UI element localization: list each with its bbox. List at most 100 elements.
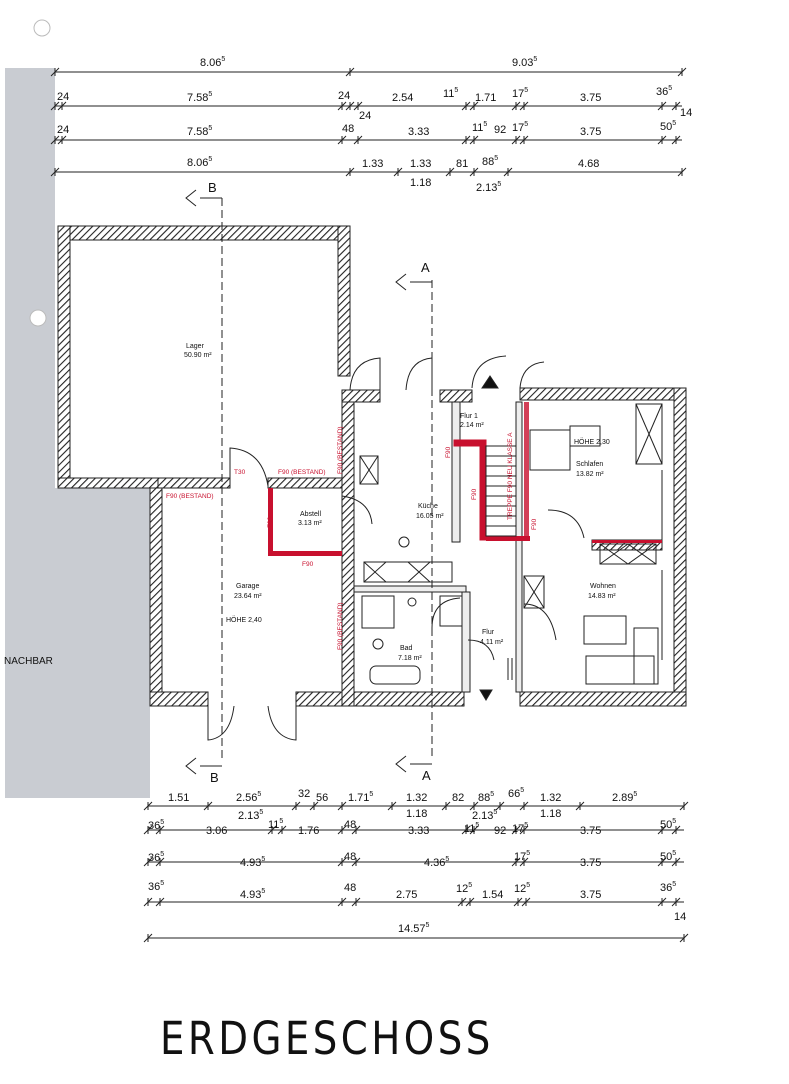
- wall-house-top-3: [519, 387, 687, 401]
- room-flur-name: Flur: [482, 629, 495, 636]
- top-dim-3-5: 4.68: [578, 158, 599, 170]
- fire-label-f90-c: F90: [445, 446, 452, 458]
- wall-kitchen-flur: [451, 401, 461, 543]
- bottom-dim-2-3: 4.365: [424, 856, 449, 869]
- wall-stair-right: [515, 401, 523, 693]
- wall-stair-red-bottom: [486, 536, 530, 541]
- wall-lager-left: [57, 225, 71, 489]
- bottom-dim-0-9: 1.32: [540, 792, 561, 804]
- top-dim-2-5: 92: [494, 124, 506, 136]
- section-lines: [200, 197, 433, 767]
- room-wohnen-area: 14.83 m²: [588, 593, 616, 600]
- room-kueche-name: Küche: [418, 503, 438, 510]
- wall-house-top-2: [439, 389, 473, 403]
- bottom-dim-1-0: 365: [148, 819, 164, 832]
- top-dim-0-1: 9.035: [512, 56, 537, 69]
- room-flur1-name: Flur 1: [460, 413, 478, 420]
- bottom-dim-0-10: 2.895: [612, 791, 637, 804]
- bottom-dim-3-4: 125: [456, 882, 472, 895]
- bottom-dim-0-12: 1.18: [406, 808, 427, 820]
- room-flur1-area: 2.14 m²: [460, 422, 484, 429]
- bottom-dim-2-2: 48: [344, 851, 356, 863]
- bottom-dim-0-0: 1.51: [168, 792, 189, 804]
- top-dim-1-1: 7.585: [187, 91, 212, 104]
- bottom-dim-0-11: 2.135: [238, 809, 263, 822]
- wall-house-bottom-right: [519, 691, 687, 707]
- page-title: ERDGESCHOSS: [160, 1012, 494, 1065]
- wall-kitchen-bad: [353, 585, 467, 593]
- bottom-dim-4-0: 14.575: [398, 922, 430, 935]
- wall-abstell-bottom: [268, 551, 342, 556]
- wall-garage-left: [149, 487, 163, 707]
- neighbor-area: [5, 68, 150, 798]
- room-kueche-area: 16.05 m²: [416, 513, 444, 520]
- fixtures: [359, 403, 663, 685]
- top-dim-1-9: 365: [656, 85, 672, 98]
- top-dim-1-7: 175: [512, 87, 528, 100]
- room-schlafen-height: HÖHE 2,30: [574, 438, 610, 446]
- top-dim-2-6: 175: [512, 121, 528, 134]
- top-dim-2-3: 3.33: [408, 126, 429, 138]
- bottom-dim-3-5: 1.54: [482, 889, 503, 901]
- top-dim-3-6: 1.18: [410, 177, 431, 189]
- bottom-dim-0-14: 1.18: [540, 808, 561, 820]
- bottom-dim-2-0: 365: [148, 851, 164, 864]
- top-dim-3-1: 1.33: [362, 158, 383, 170]
- bottom-dim-3-8: 365: [660, 881, 676, 894]
- wall-abstell-left: [268, 488, 273, 556]
- fire-label-f90-e: F90: [531, 518, 538, 530]
- room-bad-area: 7.18 m²: [398, 655, 422, 662]
- bottom-dim-2-1: 4.935: [240, 856, 265, 869]
- room-abstell-area: 3.13 m²: [298, 520, 322, 527]
- bottom-dim-3-9: 14: [674, 911, 686, 923]
- room-bad-name: Bad: [400, 645, 413, 652]
- dimension-lines: [50, 67, 689, 943]
- bottom-dim-1-4: 48: [344, 819, 356, 831]
- wall-stair-left: [479, 439, 487, 541]
- top-dim-2-1: 7.585: [187, 125, 212, 138]
- doors: [207, 355, 585, 741]
- top-dim-1-4: 2.54: [392, 92, 413, 104]
- neighbor-label: NACHBAR: [4, 656, 53, 667]
- wall-lager-bottom: [57, 477, 159, 489]
- top-dim-0-0: 8.065: [200, 56, 225, 69]
- top-dim-1-0: 24: [57, 91, 69, 103]
- room-garage-area: 23.64 m²: [234, 593, 262, 600]
- bottom-dim-0-8: 665: [508, 787, 524, 800]
- top-dim-3-0: 8.065: [187, 156, 212, 169]
- wall-flur1-bottom: [453, 439, 485, 447]
- top-dim-1-10: 14: [680, 107, 692, 119]
- wall-lager-garage-2: [267, 477, 351, 489]
- fire-label-bestand-4: F90 (BESTAND): [337, 602, 344, 650]
- bottom-dim-1-10: 505: [660, 818, 676, 831]
- bottom-dim-1-8: 175: [512, 822, 528, 835]
- wall-house-right: [673, 387, 687, 707]
- bottom-dim-0-13: 2.135: [472, 809, 497, 822]
- top-dim-2-0: 24: [57, 124, 69, 136]
- bottom-dim-1-5: 3.33: [408, 825, 429, 837]
- fire-label-t30: T30: [234, 469, 246, 476]
- room-lager-name: Lager: [186, 343, 205, 350]
- bottom-dim-1-1: 3.06: [206, 825, 227, 837]
- bottom-dim-0-4: 1.715: [348, 791, 373, 804]
- room-garage-name: Garage: [236, 583, 259, 590]
- wall-bad-flur: [461, 591, 471, 693]
- room-lager-area: 50.90 m²: [184, 352, 212, 359]
- fire-labels: T30 F90 (BESTAND) F90 (BESTAND) F90 (BES…: [166, 426, 538, 650]
- bottom-dim-2-4: 175: [514, 850, 530, 863]
- section-b-top: B: [208, 180, 217, 195]
- top-dim-1-6: 1.71: [475, 92, 496, 104]
- top-dim-2-7: 3.75: [580, 126, 601, 138]
- top-dim-3-2: 1.33: [410, 158, 431, 170]
- bottom-dim-1-9: 3.75: [580, 825, 601, 837]
- wall-stair-red-left: [524, 402, 529, 540]
- bottom-dim-0-7: 885: [478, 791, 494, 804]
- bottom-dim-2-6: 505: [660, 850, 676, 863]
- top-dim-1-8: 3.75: [580, 92, 601, 104]
- fire-label-bestand-1: F90 (BESTAND): [278, 469, 326, 476]
- bottom-dim-1-6: 115: [464, 822, 479, 835]
- top-dim-1-5: 115: [443, 87, 458, 100]
- bottom-dim-0-1: 2.565: [236, 791, 261, 804]
- fire-label-f90-d: F90: [471, 488, 478, 500]
